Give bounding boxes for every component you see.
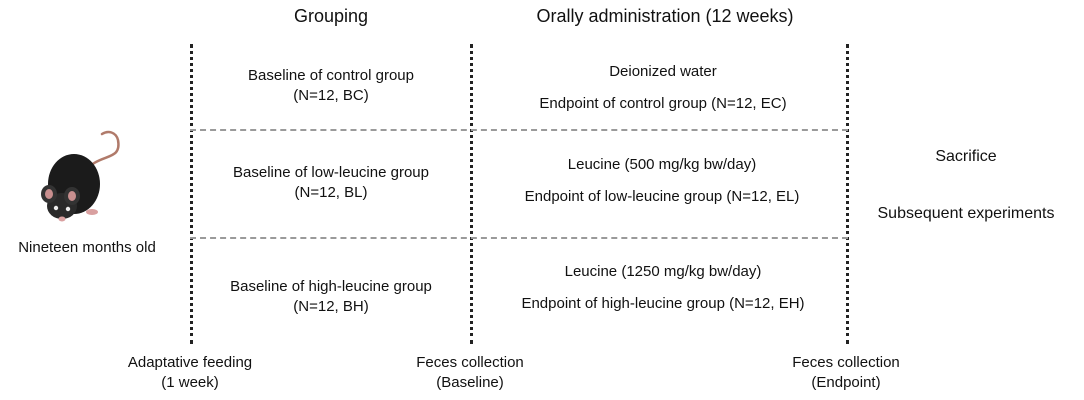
baseline-high-cell: Baseline of high-leucine group (N=12, BH… xyxy=(230,277,432,317)
baseline-control-cell: Baseline of control group (N=12, BC) xyxy=(248,66,414,106)
endpoint-high: Endpoint of high-leucine group (N=12, EH… xyxy=(521,295,805,312)
control-treatment-cell: Deionized water Endpoint of control grou… xyxy=(539,62,786,114)
adaptation-boundary-line xyxy=(190,44,193,344)
age-label: Nineteen months old xyxy=(18,239,156,256)
endpoint-feces-stage: (Endpoint) xyxy=(811,374,881,391)
grouping-header: Grouping xyxy=(293,6,369,26)
endpoint-boundary-line xyxy=(846,44,849,344)
high-treatment-cell: Leucine (1250 mg/kg bw/day) Endpoint of … xyxy=(521,262,804,314)
baseline-control-n: (N=12, BC) xyxy=(293,87,369,104)
row-separator-2 xyxy=(190,237,848,239)
baseline-low-cell: Baseline of low-leucine group (N=12, BL) xyxy=(233,163,429,203)
high-treatment: Leucine (1250 mg/kg bw/day) xyxy=(564,263,762,280)
low-treatment-cell: Leucine (500 mg/kg bw/day) Endpoint of l… xyxy=(525,155,800,207)
adaptation-label: Adaptative feeding xyxy=(127,354,253,371)
endpoint-control: Endpoint of control group (N=12, EC) xyxy=(539,95,787,112)
baseline-boundary-line xyxy=(470,44,473,344)
control-treatment: Deionized water xyxy=(609,63,717,80)
endpoint-low: Endpoint of low-leucine group (N=12, EL) xyxy=(524,188,800,205)
baseline-low-n: (N=12, BL) xyxy=(294,184,368,201)
administration-header: Orally administration (12 weeks) xyxy=(536,6,794,26)
endpoint-feces-label: Feces collection xyxy=(792,354,900,371)
low-treatment: Leucine (500 mg/kg bw/day) xyxy=(567,156,757,173)
baseline-feces-timepoint: Feces collection (Baseline) xyxy=(416,353,524,393)
mouse-icon xyxy=(41,130,120,222)
baseline-high-n: (N=12, BH) xyxy=(293,298,369,315)
baseline-feces-label: Feces collection xyxy=(416,354,524,371)
sacrifice-label: Sacrifice xyxy=(935,148,997,165)
adaptation-duration: (1 week) xyxy=(161,374,219,391)
baseline-low-name: Baseline of low-leucine group xyxy=(233,164,429,181)
adaptation-timepoint: Adaptative feeding (1 week) xyxy=(128,353,252,393)
baseline-high-name: Baseline of high-leucine group xyxy=(230,278,432,295)
baseline-control-name: Baseline of control group xyxy=(248,67,414,84)
subsequent-experiments-label: Subsequent experiments xyxy=(877,205,1055,222)
endpoint-feces-timepoint: Feces collection (Endpoint) xyxy=(792,353,900,393)
baseline-feces-stage: (Baseline) xyxy=(436,374,504,391)
row-separator-1 xyxy=(190,129,848,131)
